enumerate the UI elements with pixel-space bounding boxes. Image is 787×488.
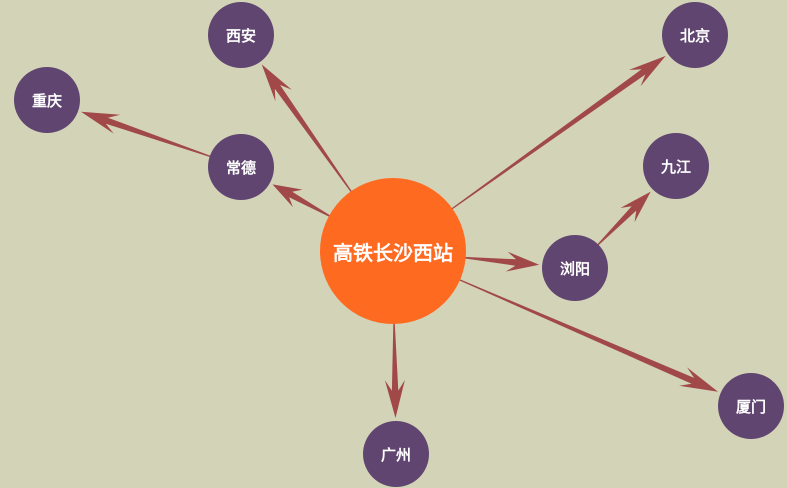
node-label-changde: 常德 xyxy=(225,158,256,177)
arrow-hub-to-changde xyxy=(272,184,333,219)
arrow-hub-to-beijing xyxy=(448,55,666,212)
node-jiujiang: 九江 xyxy=(643,133,709,199)
node-label-beijing: 北京 xyxy=(679,26,710,45)
node-label-guangzhou: 广州 xyxy=(380,445,411,464)
node-chongqing: 重庆 xyxy=(14,67,80,133)
hub-node-changsha-west: 高铁长沙西站 xyxy=(320,178,466,324)
arrow-hub-to-liuyang xyxy=(461,251,540,272)
node-label-xian: 西安 xyxy=(225,26,256,45)
node-beijing: 北京 xyxy=(662,2,728,68)
arrow-liuyang-to-jiujiang xyxy=(595,191,651,248)
node-label-chongqing: 重庆 xyxy=(31,91,62,110)
arrow-changde-to-chongqing xyxy=(81,111,214,159)
node-xiamen: 厦门 xyxy=(718,373,784,439)
hub-label: 高铁长沙西站 xyxy=(333,240,453,265)
node-label-liuyang: 浏阳 xyxy=(559,259,590,278)
arrow-hub-to-xian xyxy=(261,64,354,195)
node-xian: 西安 xyxy=(208,2,274,68)
node-label-jiujiang: 九江 xyxy=(660,157,691,176)
node-guangzhou: 广州 xyxy=(363,421,429,487)
arrow-hub-to-guangzhou xyxy=(384,320,405,418)
node-liuyang: 浏阳 xyxy=(542,235,608,301)
node-label-xiamen: 厦门 xyxy=(735,397,766,416)
arrow-hub-to-xiamen xyxy=(456,277,718,392)
node-changde: 常德 xyxy=(208,134,274,200)
